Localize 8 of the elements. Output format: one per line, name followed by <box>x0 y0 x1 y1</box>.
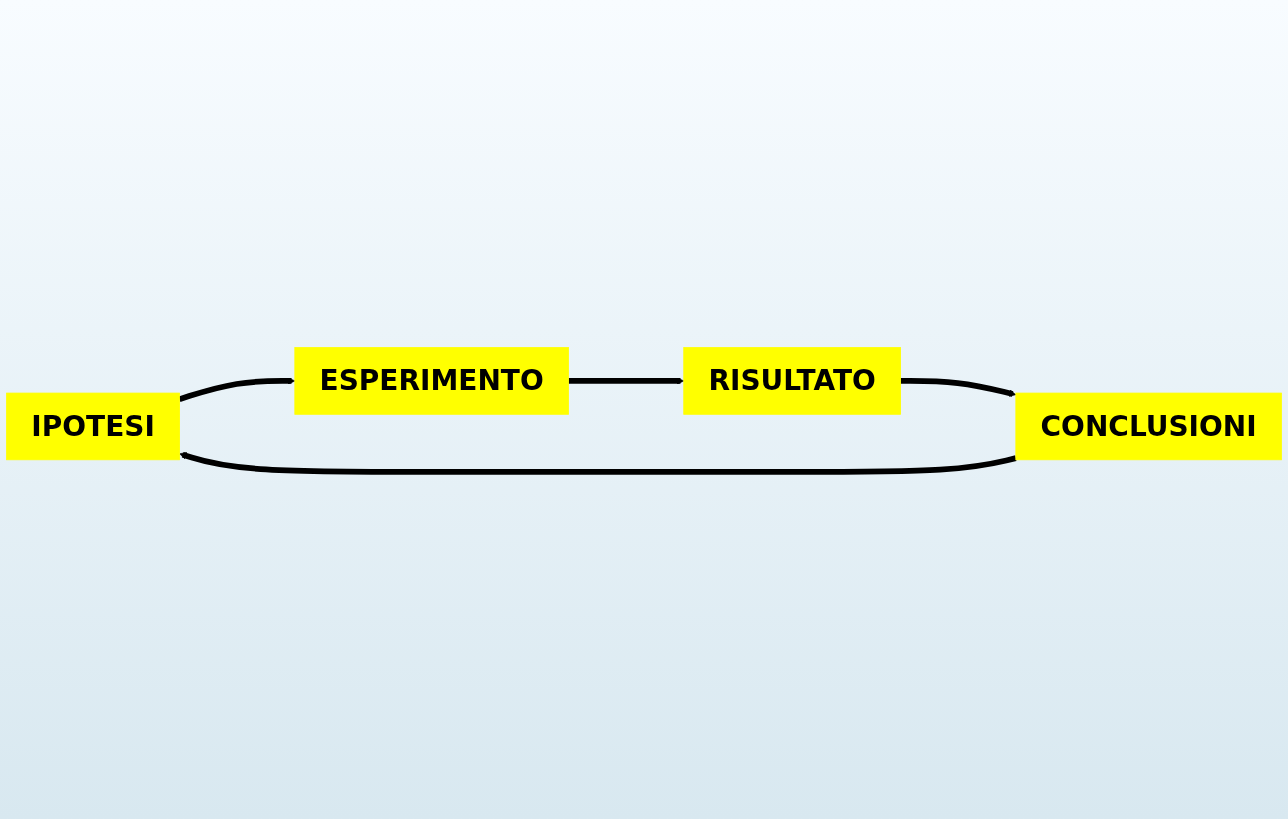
node-box: IPOTESI <box>6 392 180 460</box>
arrow <box>178 377 296 402</box>
arrow <box>568 377 685 385</box>
node-box: CONCLUSIONI <box>1015 392 1282 460</box>
arrow <box>179 451 1017 475</box>
node-box: RISULTATO <box>683 346 901 415</box>
node-box: ESPERIMENTO <box>294 346 569 415</box>
arrow <box>900 377 1017 397</box>
